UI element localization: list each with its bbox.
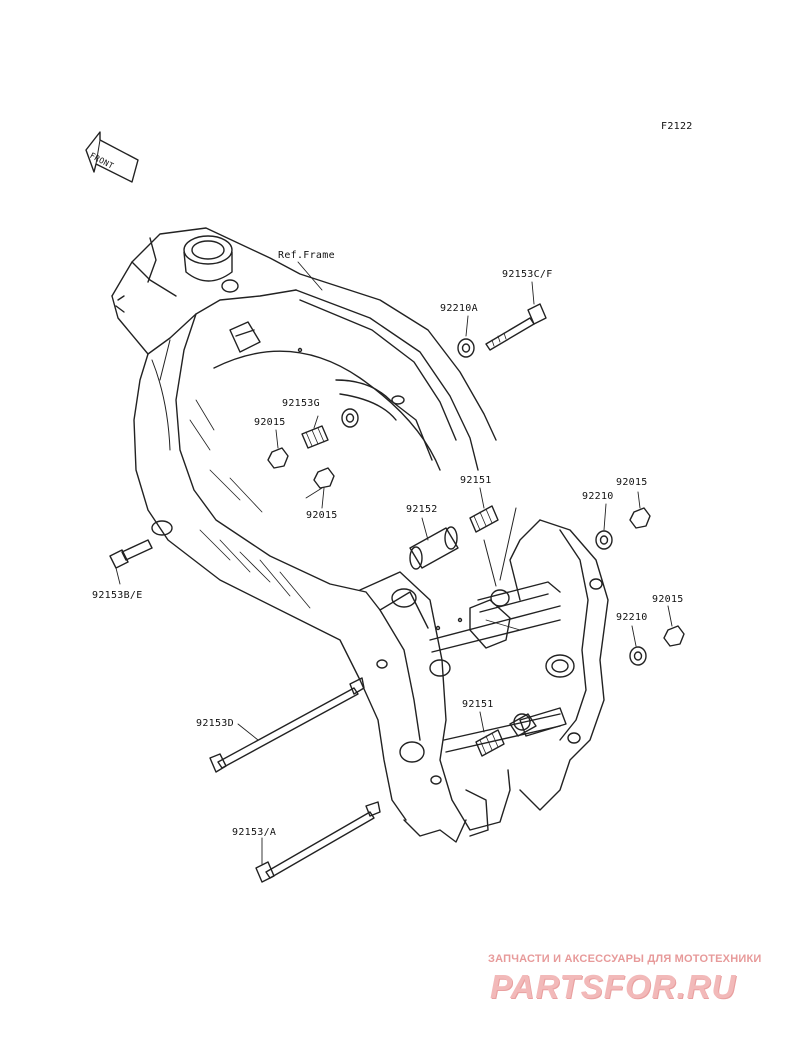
leader-lines bbox=[115, 261, 673, 865]
part-label-92152: 92152 bbox=[406, 504, 438, 515]
part-label-92015-right-lower: 92015 bbox=[652, 594, 684, 605]
spring-92153g-icon bbox=[301, 408, 359, 449]
washer-92210-lower-icon bbox=[629, 646, 647, 666]
nut-92015-right-lower-icon bbox=[663, 625, 685, 647]
part-label-92151-lower: 92151 bbox=[462, 699, 494, 710]
part-label-92015-right-top: 92015 bbox=[616, 477, 648, 488]
ref-frame-label: Ref.Frame bbox=[278, 250, 335, 261]
part-label-92153g: 92153G bbox=[282, 398, 320, 409]
bolt-92153be-icon bbox=[109, 539, 153, 569]
frame-illustration bbox=[111, 227, 609, 843]
spring-92151-lower-icon bbox=[475, 713, 537, 757]
part-label-92153be: 92153B/E bbox=[92, 590, 143, 601]
front-arrow-icon bbox=[85, 131, 139, 183]
part-label-92153d: 92153D bbox=[196, 718, 234, 729]
part-label-92015-left: 92015 bbox=[254, 417, 286, 428]
bolt-92153cf-icon bbox=[485, 303, 547, 351]
bolt-92153a-icon bbox=[255, 801, 381, 883]
bolt-92153d-icon bbox=[209, 677, 365, 773]
part-label-92153cf: 92153C/F bbox=[502, 269, 553, 280]
collar-92152-icon bbox=[409, 526, 459, 570]
spring-92151-top-icon bbox=[469, 505, 517, 587]
nut-92015-left-icon bbox=[267, 447, 289, 469]
part-label-92153a: 92153/A bbox=[232, 827, 277, 838]
part-label-92151-top: 92151 bbox=[460, 475, 492, 486]
part-label-92015-middle: 92015 bbox=[306, 510, 338, 521]
nut-92015-middle-icon bbox=[305, 467, 335, 499]
nut-92015-right-top-icon bbox=[629, 507, 651, 529]
watermark-tagline: ЗАПЧАСТИ И АКСЕССУАРЫ ДЛЯ МОТОТЕХНИКИ bbox=[488, 953, 762, 965]
washer-92210a-icon bbox=[457, 338, 475, 358]
figure-code: F2122 bbox=[661, 121, 693, 132]
watermark-logo: PARTSFOR.RU bbox=[490, 968, 737, 1005]
part-label-92210-lower: 92210 bbox=[616, 612, 648, 623]
washer-92210-top-icon bbox=[595, 530, 613, 550]
part-label-92210a: 92210A bbox=[440, 303, 478, 314]
part-label-92210-top: 92210 bbox=[582, 491, 614, 502]
